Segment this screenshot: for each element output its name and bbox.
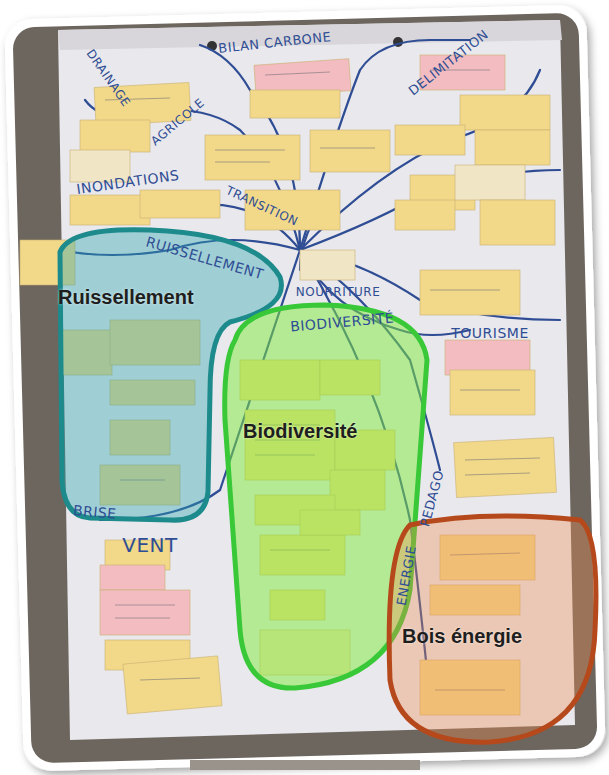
region-label: Ruissellement <box>58 286 194 309</box>
handwritten-branch: NOURRITURE <box>296 285 380 299</box>
region-label: Biodiversité <box>243 420 357 443</box>
handwritten-branch: VENT <box>122 533 178 557</box>
handwritten-branch: TOURISME <box>451 325 529 341</box>
region-label: Bois énergie <box>402 625 522 648</box>
